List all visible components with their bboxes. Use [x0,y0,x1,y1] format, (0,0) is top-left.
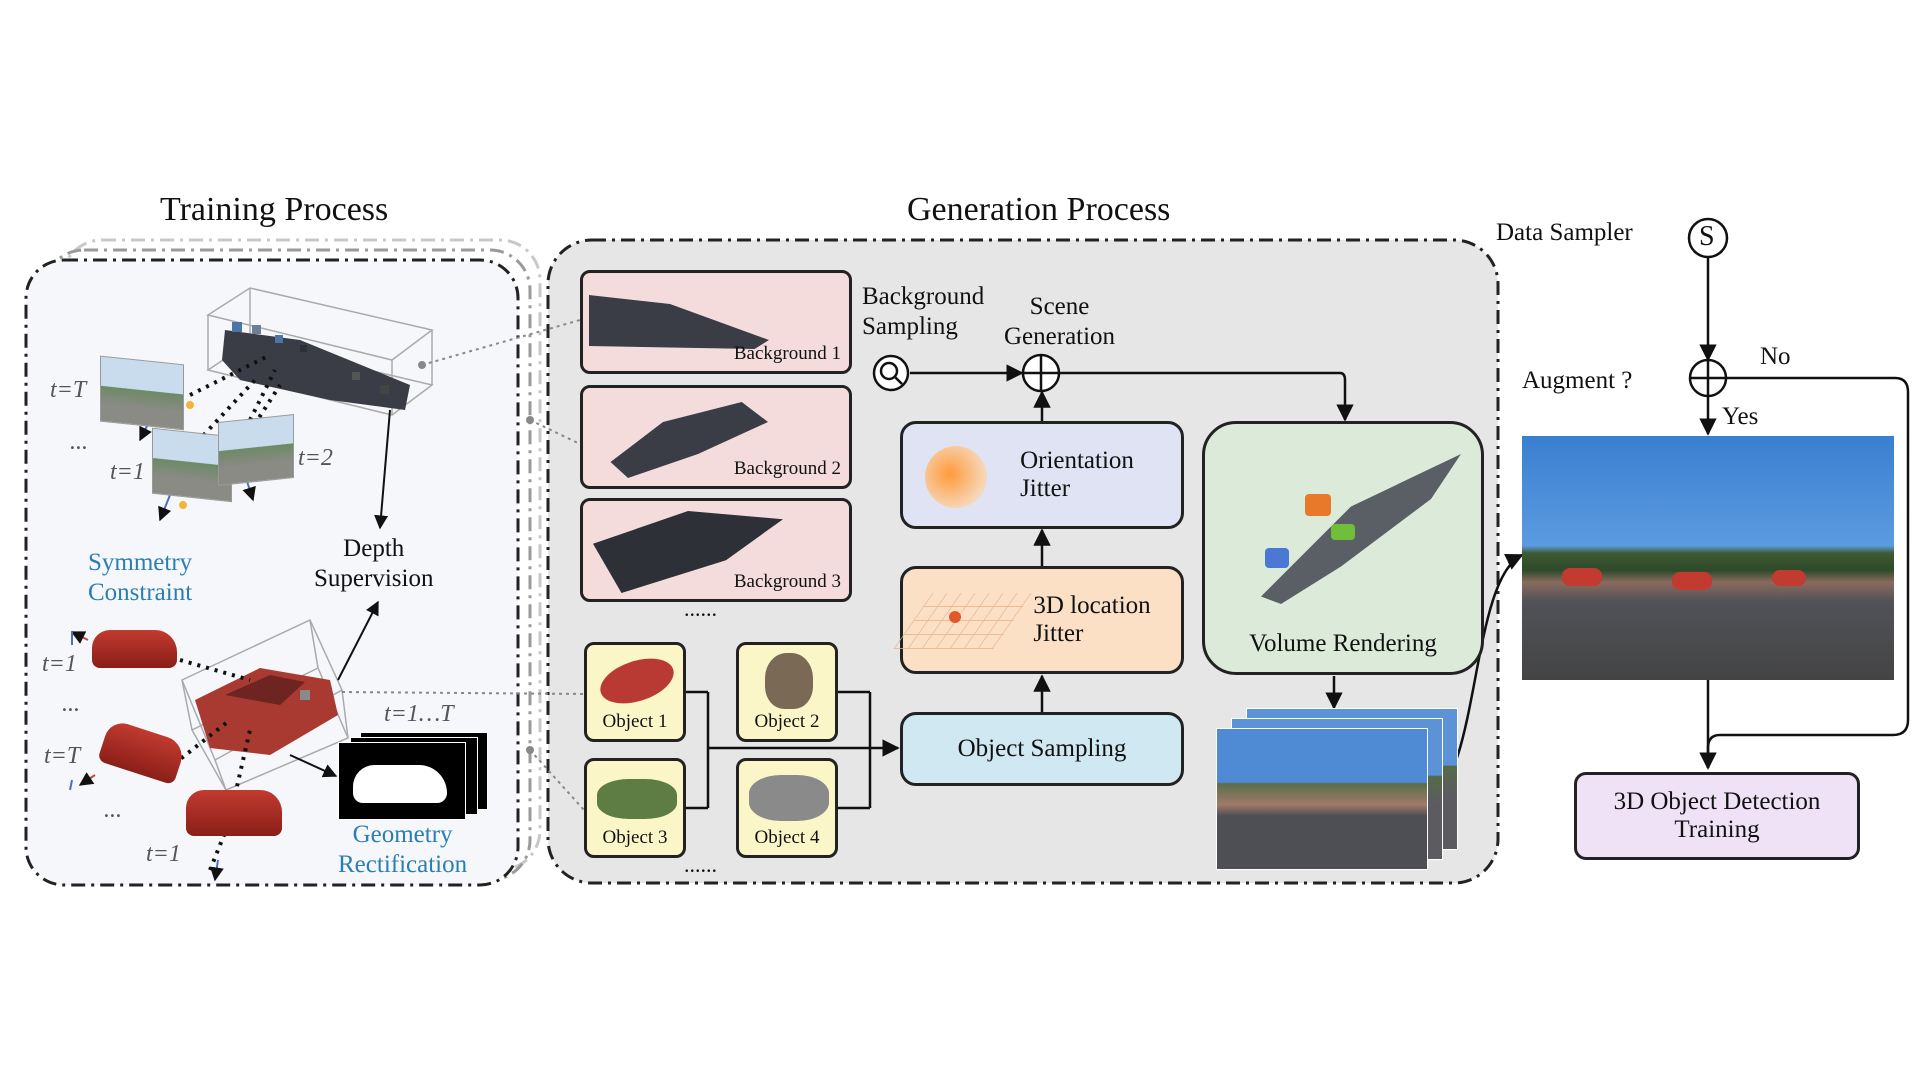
object-card-4: Object 4 [736,758,838,858]
augmented-scene-image [1522,436,1894,680]
object-card-2: Object 2 [736,642,838,742]
volume-rendering-label: Volume Rendering [1249,630,1437,657]
camera-frame-t-T [100,355,184,431]
time-label-dots-top: ... [70,429,88,455]
time-label-t-range: t=1…T [384,701,454,727]
scene-generation-plus [1021,353,1061,393]
camera-axes-car-blue [69,632,224,882]
object-more-dots: ...... [684,852,717,877]
augment-label: Augment ? [1522,367,1633,394]
to-mask-arrow [289,754,338,778]
volume-green-object [1331,524,1355,540]
camera-rays-car [158,658,252,871]
car-view-t-1-bottom [186,790,282,836]
volume-blue-object [1265,548,1289,568]
yes-label: Yes [1722,403,1759,430]
location-dot [949,611,961,623]
camera-frame-t-2 [218,414,294,486]
volume-point-cloud [1261,454,1461,604]
background-point-cloud [222,322,410,410]
orientation-jitter-label: Orientation Jitter [1020,447,1134,502]
rendered-frames-stack [1216,708,1458,870]
orientation-icon [925,446,987,508]
object-card-1: Object 1 [584,642,686,742]
data-sampler-label: Data Sampler [1496,219,1633,246]
data-sampler-symbol: S [1699,221,1715,252]
detection-training-label: 3D Object Detection Training [1613,788,1821,843]
data-sampler-icon [1687,217,1729,259]
time-label-t-1-a: t=1 [42,651,77,677]
time-label-t-T-top: t=T [50,377,87,403]
orientation-jitter-box: Orientation Jitter [900,421,1184,529]
time-label-dots-a: ... [62,691,80,717]
object-label-2: Object 2 [754,711,820,732]
background-card-1: Background 1 [580,270,852,374]
object-card-3: Object 3 [584,758,686,858]
object-label-1: Object 1 [602,711,668,732]
car-point-cloud [195,668,338,755]
time-label-t-1-top: t=1 [110,459,145,485]
grid-icon [893,593,1033,649]
object-sampling-label: Object Sampling [957,735,1127,762]
geometry-rectification-label: Geometry Rectification [338,821,468,878]
background-sampling-label: Background Sampling [862,283,985,340]
background-card-3: Background 3 [580,498,852,602]
location-jitter-label: 3D location Jitter [1033,592,1151,647]
to-depth-arrow [337,600,379,681]
background-label-2: Background 2 [733,458,841,479]
mask-stack [338,732,488,820]
camera-axes-car [70,631,96,786]
background-sampling-icon [872,354,910,392]
background-more-dots: ...... [684,596,717,621]
car-view-t-1 [92,630,177,668]
leader-lines [341,319,585,811]
time-label-t-1-c: t=1 [146,841,181,867]
object-label-3: Object 3 [602,827,668,848]
object-label-4: Object 4 [754,827,820,848]
generation-title: Generation Process [907,191,1171,228]
volume-orange-object [1305,494,1331,516]
volume-rendering-box: Volume Rendering [1202,421,1484,675]
time-label-dots-b: ... [104,797,122,823]
no-label: No [1760,343,1791,370]
object-sampling-box: Object Sampling [900,712,1184,786]
background-label-1: Background 1 [733,343,841,364]
background-label-3: Background 3 [733,571,841,592]
camera-rays-top [183,353,282,457]
background-card-2: Background 2 [580,385,852,489]
depth-supervision-label: Depth Supervision [314,535,434,592]
time-label-t-T-b: t=T [44,743,81,769]
training-title: Training Process [160,191,389,228]
detection-training-box: 3D Object Detection Training [1574,772,1860,860]
augment-decision-icon [1688,358,1728,398]
scene-generation-label: Scene Generation [1004,293,1116,350]
depth-arrow [374,409,391,530]
location-jitter-box: 3D location Jitter [893,566,1184,674]
symmetry-constraint-label: Symmetry Constraint [88,549,193,606]
time-label-t-2-top: t=2 [298,445,333,471]
